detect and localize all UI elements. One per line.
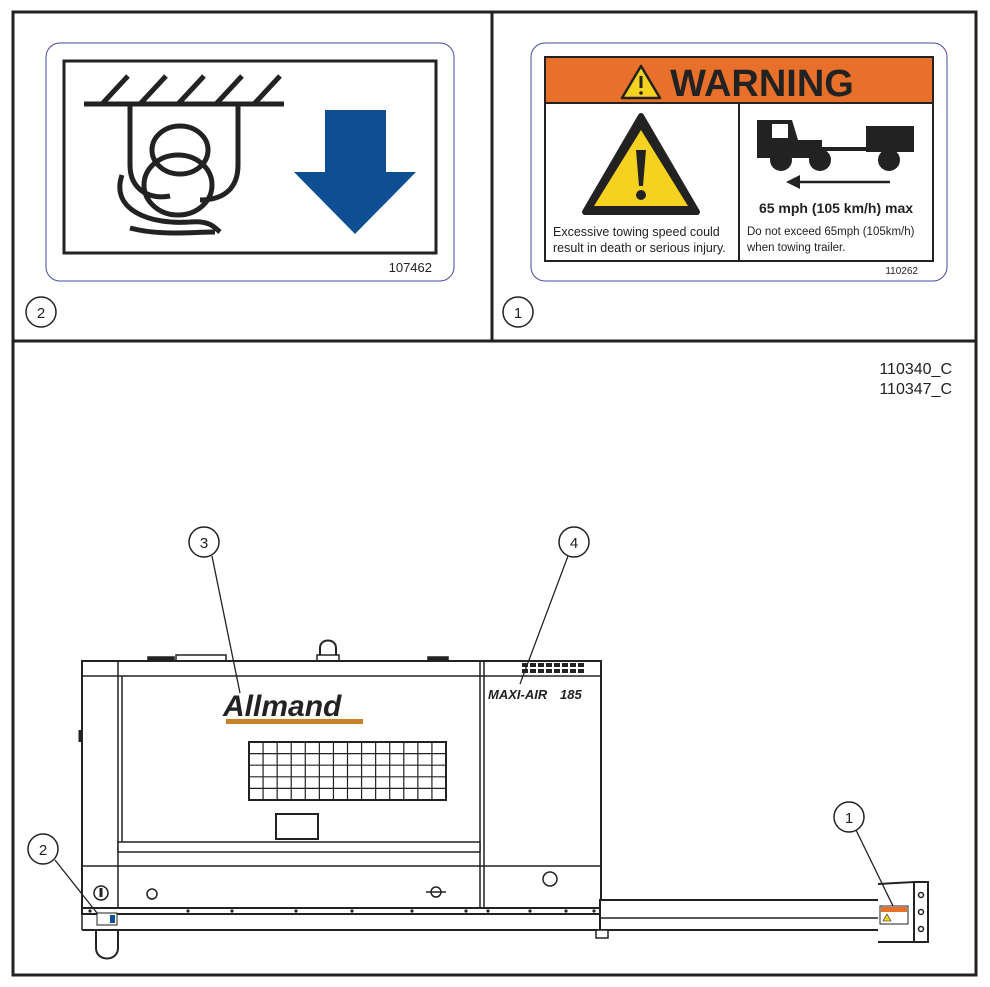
figure-id-2: 110347_C	[879, 381, 952, 398]
warning-text-right-line1: Do not exceed 65mph (105km/h)	[747, 226, 915, 238]
allmand-logo: Allmand	[222, 690, 363, 724]
rivet	[230, 909, 234, 913]
rivet	[592, 909, 596, 913]
vent-slot	[578, 663, 584, 667]
rivet	[486, 909, 490, 913]
callout-4: 4	[558, 526, 590, 558]
warning-header-band	[546, 58, 932, 103]
svg-text:3: 3	[200, 535, 208, 552]
rivet	[350, 909, 354, 913]
maxi-air-logo: MAXI-AIR 185	[488, 687, 582, 702]
ceiling-hatch-icon	[84, 74, 284, 107]
vent-slot	[538, 669, 544, 673]
vent-slot	[546, 669, 552, 673]
model-number-text: 185	[560, 687, 582, 702]
warning-text-left-line1: Excessive towing speed could	[553, 225, 720, 239]
towing-warning-decal: WARNING Excessive towing speed could res…	[530, 42, 948, 282]
figure-id-1: 110340_C	[879, 361, 952, 378]
speed-limit-text: 65 mph (105 km/h) max	[759, 200, 913, 216]
vent-slot	[562, 669, 568, 673]
callout-3: 3	[188, 526, 220, 558]
callout-leaders	[54, 555, 894, 914]
warning-header-triangle-icon	[620, 64, 662, 100]
svg-text:4: 4	[570, 535, 578, 552]
truck-towing-trailer-icon	[757, 120, 914, 171]
rivet	[186, 909, 190, 913]
vent-slot	[554, 669, 560, 673]
rivet	[564, 909, 568, 913]
svg-text:2: 2	[37, 305, 45, 322]
compressor-machine-drawing	[78, 639, 929, 960]
vent-slot	[546, 663, 552, 667]
warning-decal-part-number: 110262	[885, 266, 918, 277]
vent-slot	[562, 663, 568, 667]
lift-decal-part-number: 107462	[389, 260, 432, 275]
lift-point-decal: 107462	[45, 42, 455, 282]
vent-slot	[578, 669, 584, 673]
svg-text:1: 1	[845, 810, 853, 827]
allmand-logo-bar	[226, 719, 363, 724]
vent-slot	[522, 663, 528, 667]
vent-slot	[570, 669, 576, 673]
lifting-sling-icon	[117, 104, 241, 236]
svg-text:1: 1	[514, 305, 522, 322]
vent-slot	[554, 663, 560, 667]
frame-rivets	[88, 909, 596, 913]
vent-slot	[570, 663, 576, 667]
warning-header-text: WARNING	[670, 63, 854, 105]
model-name-text: MAXI-AIR	[488, 687, 548, 702]
lift-down-arrow-icon	[294, 110, 416, 234]
warning-text-left-line2: result in death or serious injury.	[553, 241, 726, 255]
rivet	[464, 909, 468, 913]
warning-text-right-line2: when towing trailer.	[746, 242, 845, 254]
machine-lift-decal-marker	[96, 912, 118, 926]
rivet	[528, 909, 532, 913]
vent-slot	[530, 669, 536, 673]
rivet	[88, 909, 92, 913]
rivet	[410, 909, 414, 913]
rivet	[294, 909, 298, 913]
machine-warning-decal-marker	[879, 905, 909, 925]
direction-arrow-icon	[786, 175, 890, 189]
panel-callout-2: 2	[25, 296, 57, 328]
vent-slot	[530, 663, 536, 667]
panel-callout-1: 1	[502, 296, 534, 328]
warning-hazard-triangle-icon	[582, 113, 700, 215]
allmand-logo-text: Allmand	[222, 690, 342, 723]
vent-slot	[538, 663, 544, 667]
callout-1-machine: 1	[833, 801, 865, 833]
svg-text:2: 2	[39, 842, 47, 859]
outer-frame	[11, 10, 978, 977]
vent-grille	[249, 742, 446, 800]
callout-2-machine: 2	[27, 833, 59, 865]
